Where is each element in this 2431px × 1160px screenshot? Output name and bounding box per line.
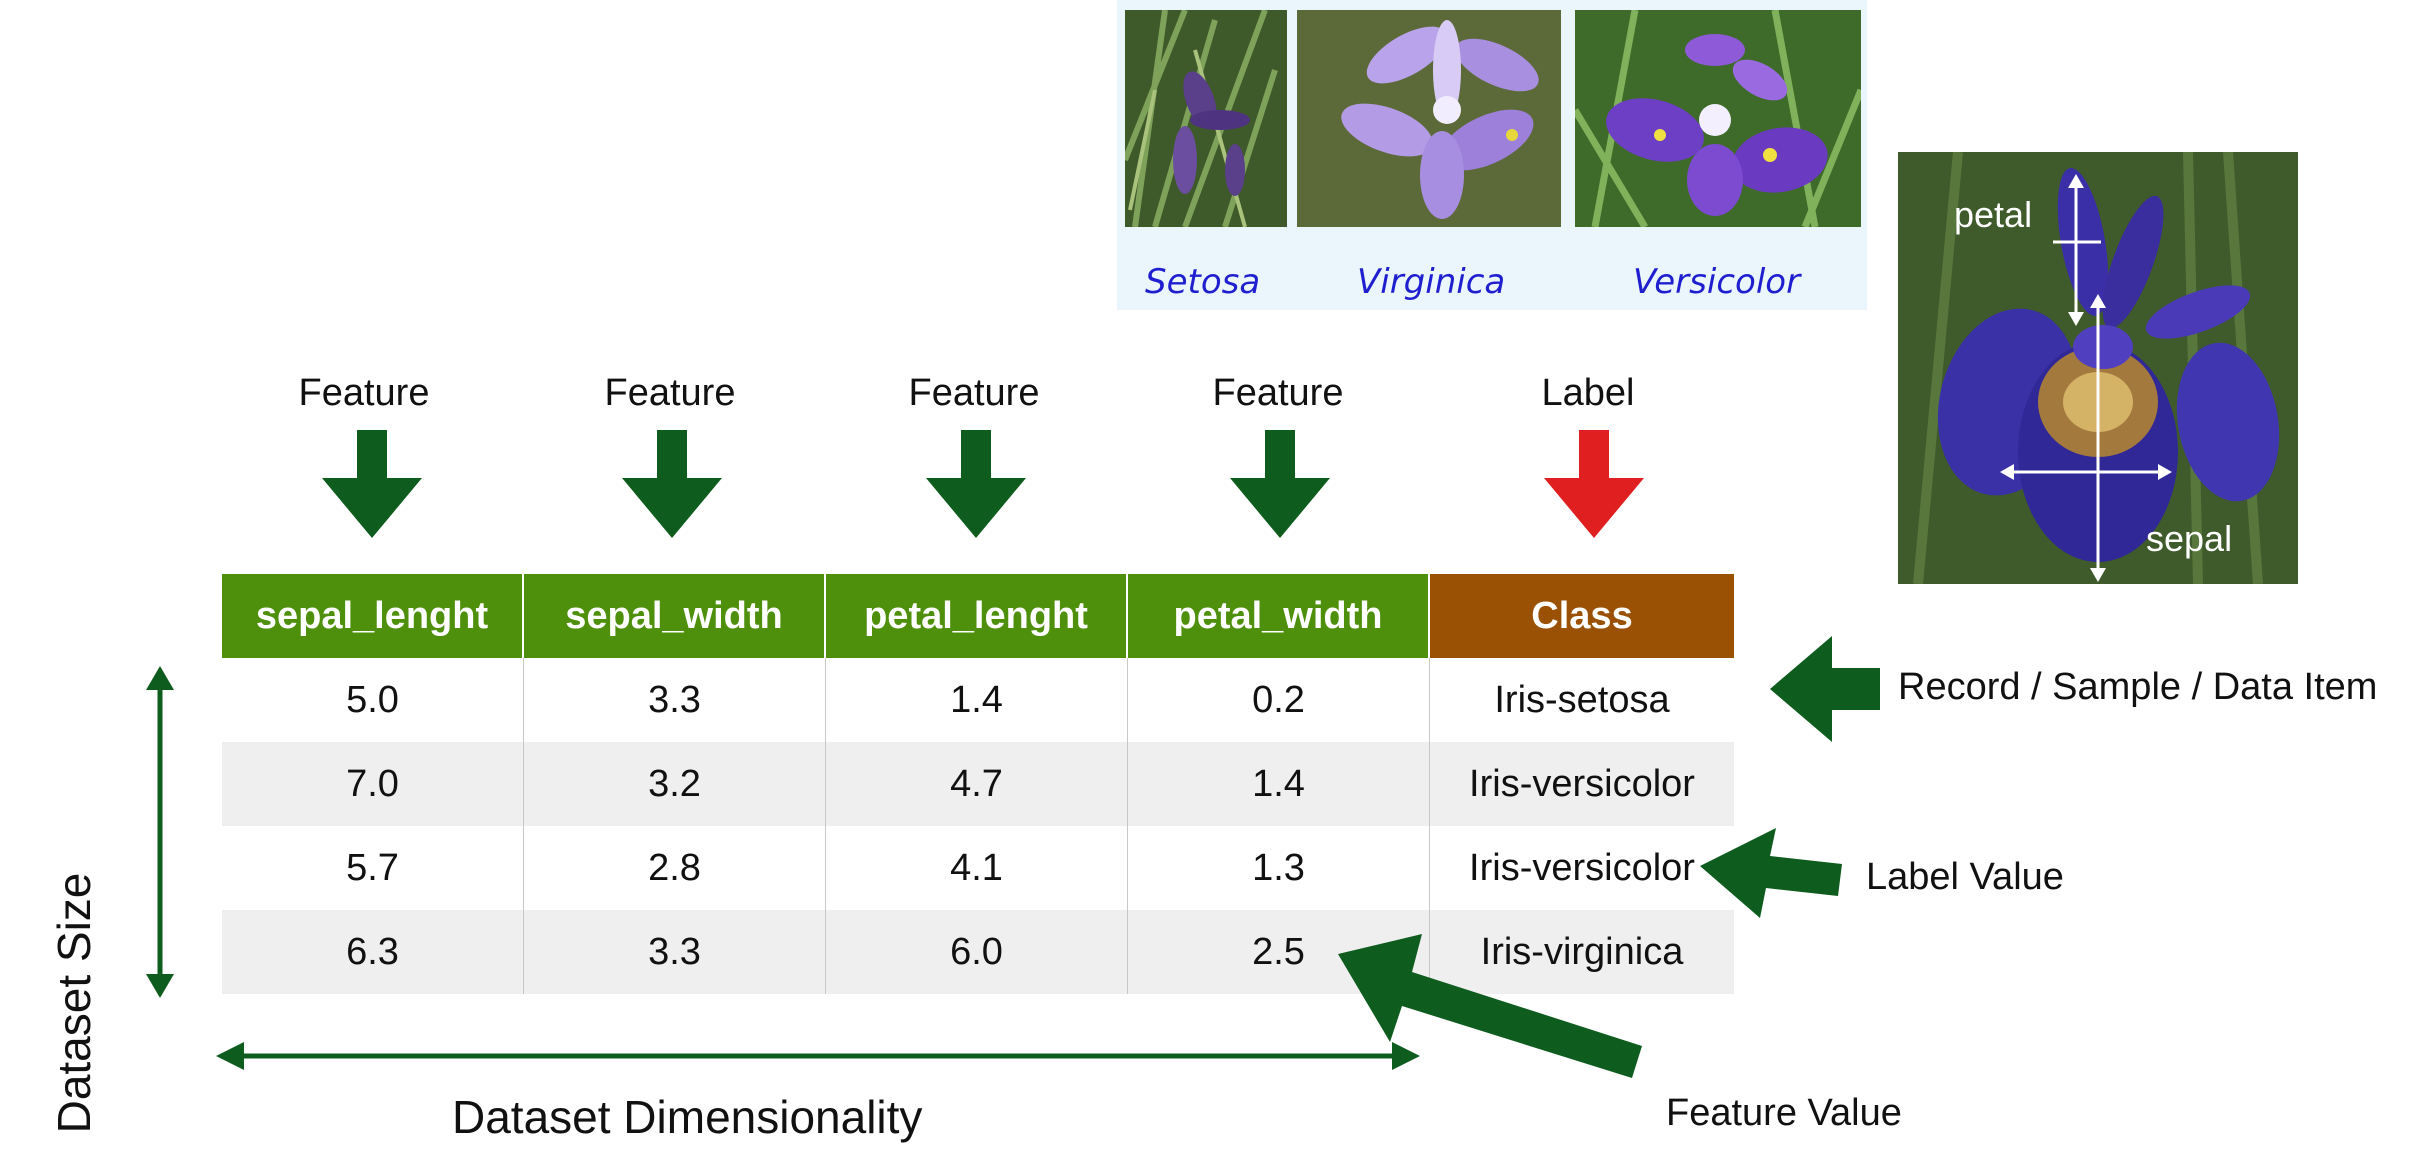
table-cell: 5.0 <box>222 658 524 742</box>
table-row: 7.0 3.2 4.7 1.4 Iris-versicolor <box>222 742 1734 826</box>
label-note: Label <box>1541 372 1635 414</box>
feature-arrow-1-icon <box>322 430 422 538</box>
table-cell: 1.4 <box>826 658 1128 742</box>
table-cell: 0.2 <box>1128 658 1430 742</box>
dataset-size-arrow-icon <box>146 666 174 998</box>
iris-anatomy-photo: petal sepal <box>1898 152 2298 584</box>
feature-arrow-3-icon <box>926 430 1026 538</box>
virginica-photo <box>1297 10 1561 227</box>
table-cell: Iris-virginica <box>1480 930 1684 973</box>
table-cell: 1.4 <box>1128 742 1430 826</box>
feature-note-2: Feature <box>604 372 736 414</box>
table-cell: Iris-versicolor <box>1469 846 1695 889</box>
table-cell: Iris-versicolor <box>1469 762 1695 805</box>
header-petal-width: petal_width <box>1128 574 1430 658</box>
header-sepal-lenght: sepal_lenght <box>222 574 524 658</box>
table-cell: 6.0 <box>826 910 1128 994</box>
feature-value-label: Feature Value <box>1666 1092 1902 1134</box>
table-cell: 4.1 <box>826 826 1128 910</box>
table-cell: 3.3 <box>524 910 826 994</box>
table-cell: 4.7 <box>826 742 1128 826</box>
species-name-virginica: Virginica <box>1357 262 1506 302</box>
feature-arrow-2-icon <box>622 430 722 538</box>
header-sepal-width: sepal_width <box>524 574 826 658</box>
table-cell: Iris-setosa <box>1494 678 1670 721</box>
table-cell: 5.7 <box>222 826 524 910</box>
feature-arrow-4-icon <box>1230 430 1330 538</box>
record-label: Record / Sample / Data Item <box>1898 666 2378 708</box>
header-class: Class <box>1430 574 1734 658</box>
species-panel: Setosa Virginica Versicolor <box>1117 0 1867 310</box>
feature-note-1: Feature <box>298 372 430 414</box>
feature-note-4: Feature <box>1212 372 1344 414</box>
table-cell: 1.3 <box>1128 826 1430 910</box>
species-name-setosa: Setosa <box>1145 262 1261 302</box>
header-petal-lenght: petal_lenght <box>826 574 1128 658</box>
label-value-arrow-icon <box>1700 828 1842 918</box>
table-cell: 7.0 <box>222 742 524 826</box>
label-arrow-icon <box>1544 430 1644 538</box>
table-cell: 3.2 <box>524 742 826 826</box>
table-cell: 6.3 <box>222 910 524 994</box>
species-name-versicolor: Versicolor <box>1633 262 1801 302</box>
dataset-dimensionality-arrow-icon <box>216 1042 1420 1070</box>
dataset-dimensionality-label: Dataset Dimensionality <box>452 1091 923 1143</box>
feature-value-arrow-icon <box>1338 934 1642 1078</box>
feature-note-3: Feature <box>908 372 1040 414</box>
table-cell: 2.5 <box>1128 910 1430 994</box>
sepal-label: sepal <box>2146 518 2233 559</box>
versicolor-photo <box>1575 10 1861 227</box>
table-row: 6.3 3.3 6.0 2.5 Iris-virginica <box>222 910 1734 994</box>
table-cell: 3.3 <box>524 658 826 742</box>
setosa-photo <box>1125 10 1287 227</box>
table-cell: 2.8 <box>524 826 826 910</box>
iris-data-table: sepal_lenght sepal_width petal_lenght pe… <box>222 574 1734 996</box>
table-row: 5.7 2.8 4.1 1.3 Iris-versicolor <box>222 826 1734 910</box>
dataset-size-label: Dataset Size <box>48 872 100 1134</box>
label-value-label: Label Value <box>1866 856 2064 898</box>
record-arrow-icon <box>1770 636 1880 742</box>
table-row: 5.0 3.3 1.4 0.2 Iris-setosa <box>222 658 1734 742</box>
petal-label: petal <box>1954 194 2033 235</box>
